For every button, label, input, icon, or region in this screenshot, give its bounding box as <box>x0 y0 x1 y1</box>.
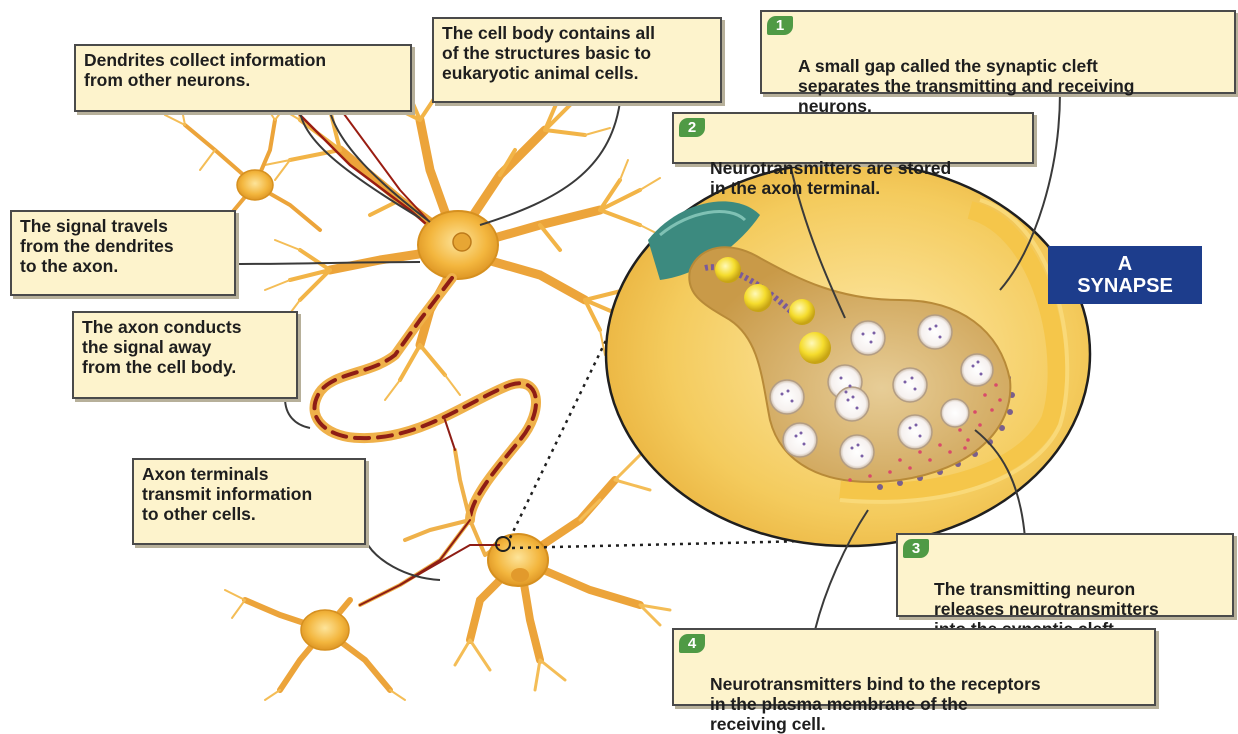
step-3-callout: 3 The transmitting neuron releases neuro… <box>896 533 1234 617</box>
step-2-callout: 2 Neurotransmitters are stored in the ax… <box>672 112 1034 164</box>
step-text: Neurotransmitters bind to the receptors … <box>710 674 1041 734</box>
left-bottom-neuron <box>225 590 405 700</box>
callout-dendrites: Dendrites collect information from other… <box>74 44 412 112</box>
step-number-badge: 3 <box>903 539 929 558</box>
callout-cell-body: The cell body contains all of the struct… <box>432 17 722 103</box>
step-1-callout: 1 A small gap called the synaptic cleft … <box>760 10 1236 94</box>
synapse-detail <box>606 162 1090 546</box>
callout-axon: The axon conducts the signal away from t… <box>72 311 298 399</box>
step-number-badge: 4 <box>679 634 705 653</box>
callout-signal: The signal travels from the dendrites to… <box>10 210 236 296</box>
synapse-label: A SYNAPSE <box>1048 246 1202 304</box>
callout-axon-terminals: Axon terminals transmit information to o… <box>132 458 366 545</box>
step-4-callout: 4 Neurotransmitters bind to the receptor… <box>672 628 1156 706</box>
step-number-badge: 2 <box>679 118 705 137</box>
step-number-badge: 1 <box>767 16 793 35</box>
